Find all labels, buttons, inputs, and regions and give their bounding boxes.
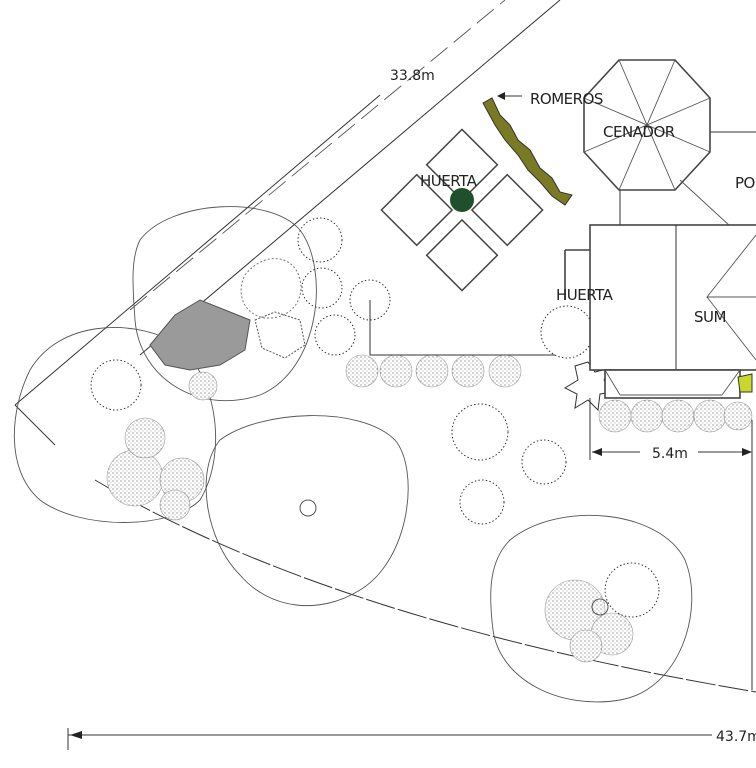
hedge-row (598, 399, 753, 433)
canopy-outline (132, 206, 317, 402)
shrub (569, 629, 603, 663)
small-tree (299, 499, 317, 517)
arrow-icon (70, 731, 82, 739)
walkway-edge (369, 300, 555, 356)
building-dimension-label: 5.4m (652, 446, 688, 462)
huerta-garden-beds (380, 128, 544, 292)
huerta-garden-label: HUERTA (420, 172, 478, 190)
romeros-hedge (482, 97, 573, 206)
cenador-label: CENADOR (603, 123, 675, 141)
cenador-octagon (583, 59, 711, 191)
shrub-outline (254, 311, 306, 359)
shrub (159, 489, 191, 521)
dimension-tick (14, 404, 56, 446)
shrub (591, 598, 609, 616)
diagonal-dimension-label: 33.8m (390, 68, 435, 84)
dashed-setback-line (129, 0, 506, 311)
curved-boundary (94, 479, 756, 693)
accent-plant (737, 373, 753, 393)
canopy-outline (13, 327, 217, 523)
huerta-tree (450, 188, 474, 212)
shrub-outline (240, 258, 302, 319)
property-edge-line (139, 0, 561, 356)
arrow-icon (497, 92, 505, 100)
main-building (564, 224, 756, 399)
shrub (188, 371, 218, 401)
canopy-outline (490, 514, 693, 703)
hedge-row (345, 354, 522, 388)
huerta-building-label: HUERTA (556, 286, 614, 304)
shrub (604, 562, 660, 618)
arrow-icon (742, 448, 752, 456)
bottom-dimension-label: 43.7m (716, 729, 756, 745)
romeros-label: ROMEROS (530, 90, 603, 108)
gray-shrub (149, 299, 251, 371)
arrow-icon (592, 448, 602, 456)
shrub (124, 417, 166, 459)
diagonal-dimension-line (14, 94, 381, 406)
porch-label: PO (735, 174, 755, 192)
shrub (106, 449, 164, 507)
canopy-outline (205, 415, 409, 607)
sum-label: SUM (694, 308, 726, 326)
